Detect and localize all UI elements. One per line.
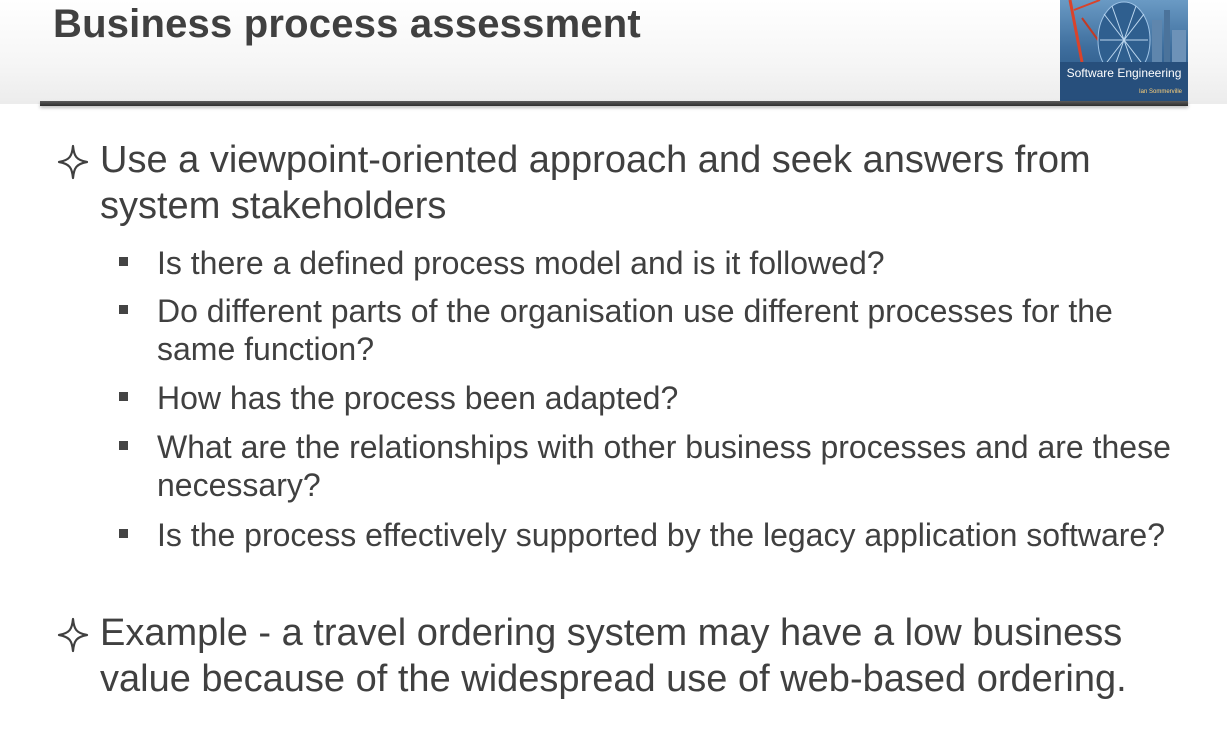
sub-bullet-5: Is the process effectively supported by … [157,517,1165,553]
sub-bullet-4: What are the relationships with other bu… [157,429,1171,503]
square-bullet-icon [119,441,128,450]
sub-bullet-2: Do different parts of the organisation u… [157,293,1113,367]
book-cover-title: Software Engineering [1066,66,1182,80]
book-cover-image: Software Engineering Ian Sommerville [1060,0,1188,104]
sub-bullet-3: How has the process been adapted? [157,380,679,416]
building-illustration [1060,0,1188,104]
square-bullet-icon [119,392,128,401]
square-bullet-icon [119,257,128,266]
bullet-2-text: Example - a travel ordering system may h… [100,612,1127,700]
title-underline [40,101,1188,106]
bullet-1-text: Use a viewpoint-oriented approach and se… [100,139,1091,227]
sub-bullet-1: Is there a defined process model and is … [157,245,885,281]
four-point-star-outline-icon [56,615,90,655]
square-bullet-icon [119,529,128,538]
title-band [0,0,1227,104]
four-point-star-outline-icon [56,142,90,182]
slide-title: Business process assessment [53,2,641,46]
square-bullet-icon [119,305,128,314]
book-cover-author: Ian Sommerville [1138,89,1182,95]
